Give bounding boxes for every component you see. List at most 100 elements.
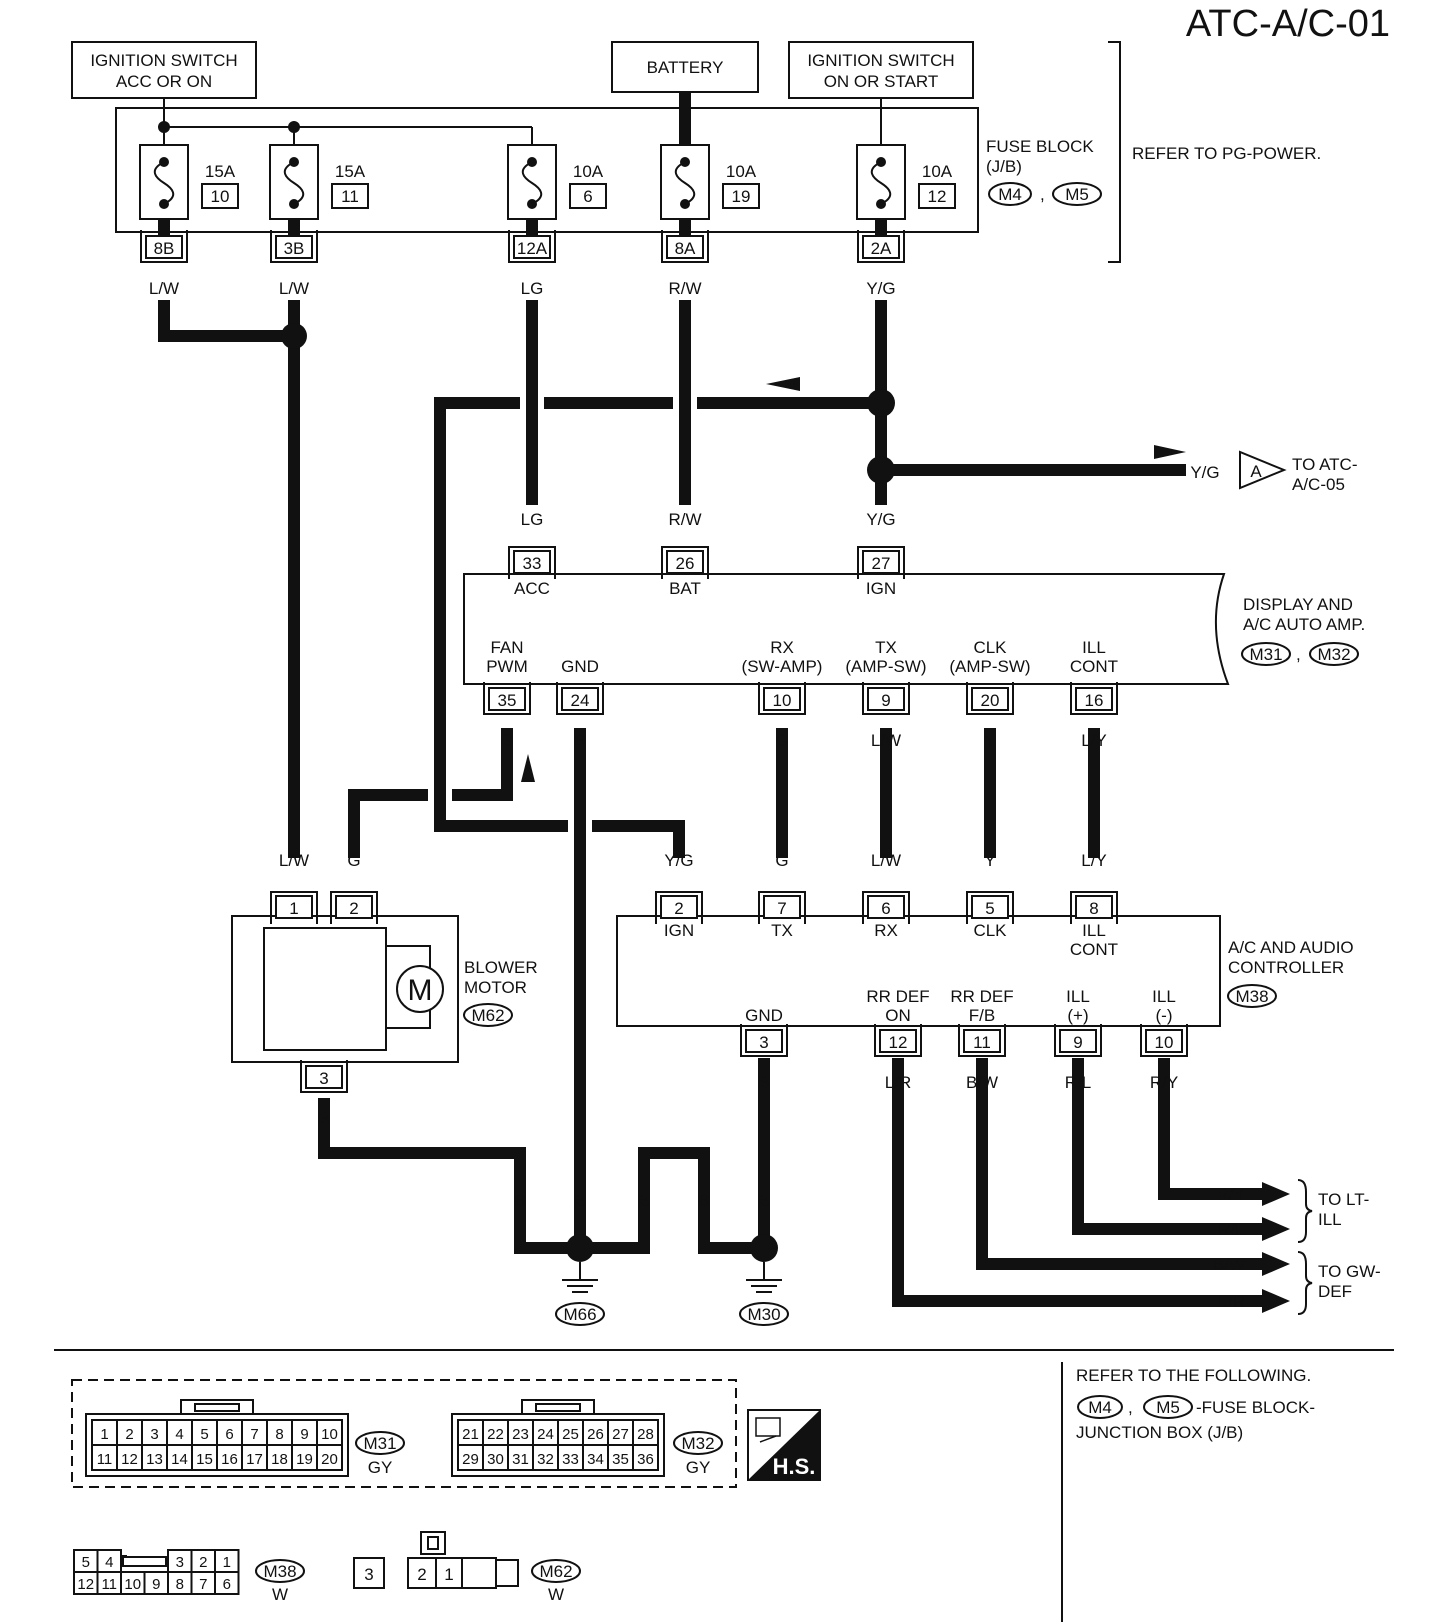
amp-top-wire-27: Y/G <box>866 510 895 529</box>
fuse-term-12a-num: 12A <box>517 239 548 258</box>
m38-pin-2: 2 <box>199 1554 207 1571</box>
amp-bottom-label-16-1: CONT <box>1070 657 1118 676</box>
amp-pin-9-num: 9 <box>881 691 890 710</box>
m31-color: GY <box>368 1458 393 1477</box>
amp-bottom-label-20-1: (AMP-SW) <box>949 657 1030 676</box>
ctrl-pin-3: 3 <box>740 1024 788 1057</box>
amp-name1: DISPLAY AND <box>1243 595 1353 614</box>
m31-pin-5: 5 <box>200 1426 208 1443</box>
m32-id: M32 <box>681 1434 714 1453</box>
m62-id: M62 <box>539 1562 572 1581</box>
connector-a-tag: A TO ATC- A/C-05 <box>1239 450 1358 494</box>
m32-pin-23: 23 <box>512 1426 529 1443</box>
m62-pin-3: 3 <box>364 1565 373 1584</box>
amp-bottom-label-10-1: (SW-AMP) <box>742 657 823 676</box>
ctrl-pin-6: 6 <box>862 891 910 924</box>
lt-ill-dest1: TO LT- <box>1318 1190 1369 1209</box>
amp-bottom-wire-10: G <box>775 731 788 750</box>
ctrl-top-wire-5: Y <box>984 851 995 870</box>
m31-pin-13: 13 <box>146 1451 163 1468</box>
ctrl-top-label-2-0: IGN <box>664 921 694 940</box>
m32-pin-32: 32 <box>537 1451 554 1468</box>
fuse-term-8b: 8B <box>140 230 188 263</box>
ctrl-bottom-label-10-1: (-) <box>1156 1006 1173 1025</box>
fuse-term-8b-num: 8B <box>154 239 175 258</box>
m31-pin-19: 19 <box>296 1451 313 1468</box>
amp-pin-27: 27 <box>857 546 905 579</box>
blower-pin-1: 1 <box>270 891 318 924</box>
ctrl-top-label-7-0: TX <box>771 921 793 940</box>
fuse-num-10: 10 <box>211 187 230 206</box>
fuse-term-8a-num: 8A <box>675 239 696 258</box>
svg-text:B: B <box>698 1191 709 1210</box>
ctrl-pin-9: 9 <box>1054 1024 1102 1057</box>
m31-pin-10: 10 <box>321 1426 338 1443</box>
fuse-num-6: 6 <box>583 187 592 206</box>
amp-pin-35: 35 <box>483 682 531 715</box>
ctrl-pin-11-num: 11 <box>973 1033 991 1052</box>
ground-m66-label: M66 <box>563 1305 596 1324</box>
ctrl-bottom-label-12-1: ON <box>885 1006 911 1025</box>
m31-id: M31 <box>363 1434 396 1453</box>
amp-pin-9: 9 <box>862 682 910 715</box>
amp-pin-10: 10 <box>758 682 806 715</box>
ctrl-bottom-label-10-0: ILL <box>1152 987 1176 1006</box>
blower-pin-2: 2 <box>330 891 378 924</box>
amp-pin-16-num: 16 <box>1085 691 1104 710</box>
battery-label: BATTERY <box>647 58 724 77</box>
m38-pin-1: 1 <box>223 1554 231 1571</box>
svg-text:,: , <box>1128 1398 1133 1417</box>
m32-color: GY <box>686 1458 711 1477</box>
amp-name2: A/C AUTO AMP. <box>1243 615 1365 634</box>
ctrl-pin-5-num: 5 <box>985 899 994 918</box>
svg-text:B: B <box>514 1191 525 1210</box>
ctrl-bottom-wire-9: R/L <box>1065 1073 1091 1092</box>
m32-pin-26: 26 <box>587 1426 604 1443</box>
ctrl-pin-12: 12 <box>874 1024 922 1057</box>
fuse-amp-10: 15A <box>205 162 236 181</box>
ctrl-pin-5: 5 <box>966 891 1014 924</box>
amp-bottom-label-20-0: CLK <box>973 638 1007 657</box>
m32-pin-24: 24 <box>537 1426 554 1443</box>
output-labels: R/Y R/L B/W L/R TO LT- ILL TO GW- DEF <box>1213 1179 1381 1315</box>
amp-conn-m32: M32 <box>1317 645 1350 664</box>
wire-fuse12: Y/G <box>866 279 895 298</box>
amp-pin-label-27: IGN <box>866 579 896 598</box>
amp-bottom-label-9-0: TX <box>875 638 897 657</box>
fuse-term-3b-num: 3B <box>284 239 305 258</box>
gw-def-dest1: TO GW- <box>1318 1262 1381 1281</box>
ctrl-top-wire-6: L/W <box>871 851 901 870</box>
m32-pin-29: 29 <box>462 1451 479 1468</box>
m31-pin-17: 17 <box>246 1451 263 1468</box>
fuse-term-12a: 12A <box>508 230 556 263</box>
ign-acc-line1: IGNITION SWITCH <box>90 51 237 70</box>
amp-bottom-wire-35: G <box>500 731 513 750</box>
svg-text:L/R: L/R <box>1219 1292 1245 1311</box>
svg-text:B: B <box>638 1191 649 1210</box>
wire-fuse11: L/W <box>279 279 309 298</box>
amp-pin-33-num: 33 <box>523 554 542 573</box>
fuse-amp-19: 10A <box>726 162 757 181</box>
fuse-10: 15A 10 8B <box>139 144 239 263</box>
m32-pin-33: 33 <box>562 1451 579 1468</box>
m32-pin-34: 34 <box>587 1451 604 1468</box>
ctrl-pin-9-num: 9 <box>1073 1033 1082 1052</box>
m32-pin-27: 27 <box>612 1426 629 1443</box>
amp-pin-20: 20 <box>966 682 1014 715</box>
m38-pin-4: 4 <box>105 1554 113 1571</box>
amp-pin-27-num: 27 <box>872 554 891 573</box>
ground-m30: M30 <box>739 1262 789 1326</box>
m38-pin-5: 5 <box>82 1554 90 1571</box>
ctrl-bottom-label-11-1: F/B <box>969 1006 995 1025</box>
ctrl-pin-3-num: 3 <box>759 1033 768 1052</box>
lt-ill-dest2: ILL <box>1318 1210 1342 1229</box>
svg-text:JUNCTION BOX (J/B): JUNCTION BOX (J/B) <box>1076 1423 1243 1442</box>
blower-wire-2: G <box>347 851 360 870</box>
fuse-num-11: 11 <box>341 187 359 206</box>
m31-pin-18: 18 <box>271 1451 288 1468</box>
